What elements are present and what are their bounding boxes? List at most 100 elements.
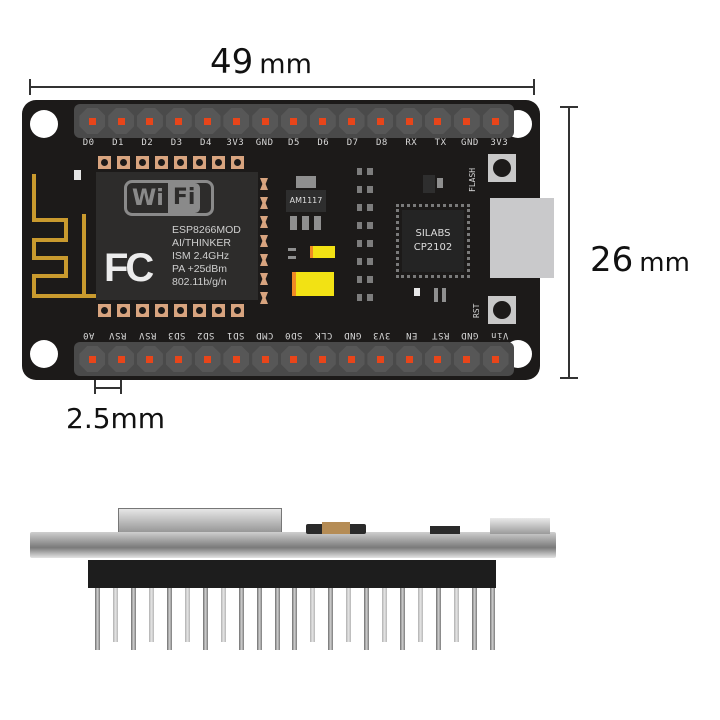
smd-part [434,288,438,302]
pin-label: EN [405,330,418,340]
width-dimension-line [30,86,534,88]
smd-resistor-array [357,162,373,302]
button-knob-icon [493,159,511,177]
esp8266-module: Wi Fi ESP8266MOD AI/THINKER ISM 2.4GHz P… [96,172,258,300]
pin-label: 3V3 [226,138,245,148]
pin-icon [136,108,163,134]
pin-icon [252,108,279,134]
wifi-logo-icon: Wi Fi [124,180,214,216]
rst-label: RST [472,303,481,318]
pin-leg [202,588,208,650]
width-dimension-tick-left [29,79,31,95]
height-dimension-tick-top [560,106,578,108]
smd-part [442,288,446,302]
height-dimension-line [568,106,570,378]
pin-icon [309,108,336,134]
pin-label: GND [255,138,274,148]
regulator-tab [296,176,316,188]
capacitor-small [310,246,335,258]
smd-part [288,248,296,251]
pin-label: RX [405,138,418,148]
capacitor-side [322,522,350,534]
pin-label: D1 [112,138,124,148]
pin-icon [79,108,106,134]
reset-button[interactable] [488,296,516,324]
pin-icon [165,108,192,134]
pin-icon [223,346,250,372]
pin-icon [252,346,279,372]
pin-leg [328,588,334,650]
pin-icon [424,346,451,372]
pcb-antenna-icon [32,174,98,298]
pin-icon [338,108,365,134]
top-pin-labels: D0 D1 D2 D3 D4 3V3 GND D5 D6 D7 D8 RX TX… [74,138,514,148]
pin-icon [338,346,365,372]
pin-leg [489,588,495,650]
pin-icon [223,108,250,134]
header-pins-side [95,588,495,650]
pin-label: Vin [490,330,509,340]
pin-icon [424,108,451,134]
pin-leg [292,588,298,650]
mounting-hole-bottom-left [30,340,58,368]
pin-label: A0 [82,330,95,340]
pin-label: GND [343,330,362,340]
pin-icon [396,108,423,134]
width-unit: mm [259,49,312,80]
pin-icon [108,346,135,372]
module-side-pads [260,178,268,304]
pin-icon [396,346,423,372]
pin-leg [130,588,136,650]
pin-label: D7 [346,138,359,148]
pin-icon [194,108,221,134]
cp2102-chip: SILABS CP2102 [396,204,470,278]
flash-label: FLASH [468,167,477,192]
pin-icon [280,108,307,134]
module-top-pads [98,156,244,169]
pin-label: SD2 [197,330,215,340]
led-indicator [74,170,81,180]
pin-label: GND [461,330,479,340]
width-dimension-tick-right [533,79,535,95]
regulator-leg [302,216,309,230]
pin-icon [453,346,480,372]
pin-label: 3V3 [373,330,391,340]
transistor [423,175,435,193]
pin-label: SD0 [285,330,303,340]
component-side [430,526,460,534]
micro-usb-port[interactable] [490,198,554,278]
height-value: 26 [590,240,634,280]
pin-label: 3V3 [490,138,509,148]
pin-leg [364,588,370,650]
fcc-logo-icon: FC [104,246,154,290]
pin-icon [79,346,106,372]
usb-side [490,518,550,534]
pin-label: D8 [376,138,388,148]
regulator-chip: AM1117 [286,190,326,212]
height-dimension-label: 26 mm [590,240,690,280]
width-value: 49 [210,42,254,82]
pin-leg [400,588,406,650]
flash-button[interactable] [488,154,516,182]
pin-icon [453,108,480,134]
width-dimension-label: 49 mm [210,42,312,82]
pin-icon [309,346,336,372]
pin-label: GND [461,138,479,148]
pin-label: RSV [109,330,127,340]
module-spec-text: ESP8266MOD AI/THINKER ISM 2.4GHz PA +25d… [172,224,241,288]
pin-icon [108,108,135,134]
pin-leg [256,588,262,650]
pin-icon [194,346,221,372]
pin-label: D0 [82,138,95,148]
pin-label: SD1 [226,330,245,340]
pin-icon [280,346,307,372]
regulator-leg [290,216,297,230]
pin-icon [367,108,394,134]
pin-label: CMD [255,330,274,340]
pin-label: SD3 [167,330,186,340]
height-unit: mm [639,248,690,278]
pin-label: D6 [317,138,330,148]
pin-label: TX [434,138,447,148]
pin-label: D3 [170,138,183,148]
capacitor-large [292,272,334,296]
